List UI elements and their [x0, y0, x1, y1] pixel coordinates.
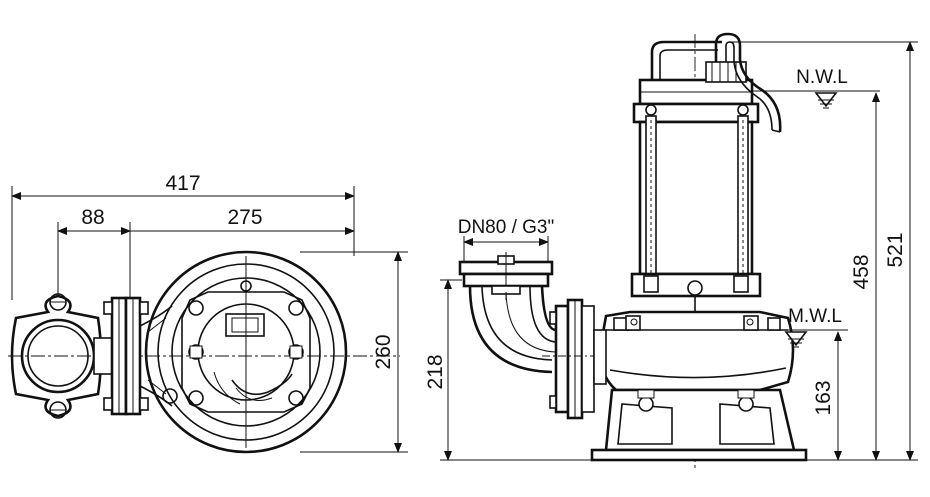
dim-521-label: 521	[884, 232, 907, 267]
discharge-flange-top	[103, 296, 149, 416]
dim-260-label: 260	[372, 334, 395, 369]
dim-88-275: 88 275	[57, 206, 355, 298]
dim-163: 163	[806, 331, 918, 461]
dim-275-label: 275	[227, 206, 262, 229]
top-view: 417 88 275 260	[8, 172, 408, 454]
mwl-marker: M.W.L	[776, 306, 848, 348]
side-view: DN80 / G3" 218 N.W.L M.W.L	[424, 32, 918, 470]
dim-218-label: 218	[424, 354, 447, 389]
pump-base	[590, 388, 808, 462]
dim-417-label: 417	[165, 172, 200, 195]
dim-521: 521	[730, 41, 918, 461]
motor-handle	[638, 32, 782, 133]
dim-260: 260	[300, 251, 408, 453]
outlet-size-label: DN80 / G3"	[458, 217, 555, 238]
dim-218: 218	[424, 279, 592, 461]
discharge-elbow	[458, 252, 607, 420]
dim-163-label: 163	[812, 380, 835, 415]
nwl-marker: N.W.L	[752, 67, 880, 109]
motor-housing	[630, 102, 762, 312]
mwl-label: M.W.L	[788, 306, 842, 327]
dim-417: 417	[11, 172, 355, 300]
dim-458: 458	[850, 92, 880, 461]
outlet-callout: DN80 / G3"	[458, 217, 555, 262]
pump-body-top	[144, 250, 348, 454]
dim-458-label: 458	[850, 254, 873, 289]
pump-casing	[598, 310, 795, 392]
dim-88-label: 88	[81, 206, 104, 229]
nwl-label: N.W.L	[796, 67, 848, 88]
